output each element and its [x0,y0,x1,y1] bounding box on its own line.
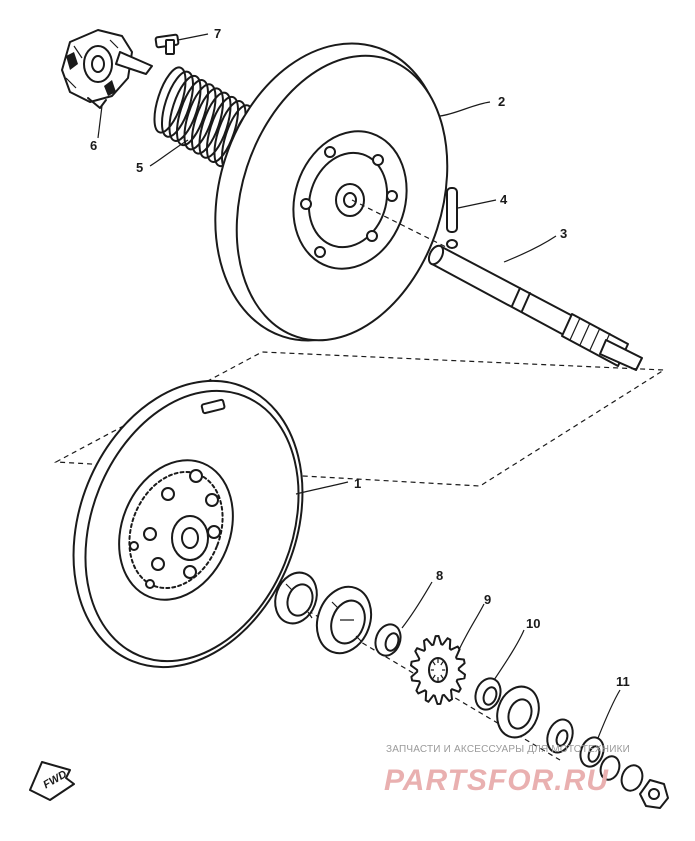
spring-coil [160,70,195,138]
callout-3: 3 [560,226,567,241]
part-11-lock-washer [579,736,605,768]
part-7-pin [154,33,180,55]
callout-4: 4 [500,192,508,207]
bearing-middle [315,585,373,655]
callout-numbers: 1 2 3 4 5 6 7 8 9 10 11 [90,26,630,689]
part-9-sprocket [410,635,466,705]
watermark-logo: PARTSFOR.RU [384,764,609,797]
callout-leaders [97,33,621,739]
part-2-sliding-sheave [214,42,449,342]
sprocket-spline [440,661,444,666]
fwd-arrow: FWD [29,761,75,801]
callout-9: 9 [484,592,491,607]
sprocket-spline [432,661,436,666]
watermark-tagline: ЗАПЧАСТИ И АКСЕССУАРЫ ДЛЯ МОТОТЕХНИКИ [386,744,630,755]
part-6-cam-bracket [61,29,153,109]
sprocket-spline [432,674,436,679]
callout-10: 10 [526,616,540,631]
spring-coil [168,74,202,142]
spring-coil [190,87,225,155]
part-10-spacer [474,677,502,711]
part-8-collar [374,623,402,657]
spring-coil [198,91,232,159]
part-3-shaft [427,239,643,371]
bearing-right [496,685,540,739]
bearing-left [274,571,318,625]
callout-6: 6 [90,138,97,153]
spring-coil [175,79,210,147]
callout-2: 2 [498,94,505,109]
part-1-fixed-sheave [72,379,304,669]
washer [546,718,574,754]
spring-coil [205,95,240,163]
watermark: ЗАПЧАСТИ И АКСЕССУАРЫ ДЛЯ МОТОТЕХНИКИ PA… [384,744,630,797]
nut-washer-group [599,755,669,809]
sprocket-spline [440,674,444,679]
spring-coil [153,66,187,134]
callout-8: 8 [436,568,443,583]
callout-5: 5 [136,160,143,175]
callout-11: 11 [616,674,630,689]
part-4-key [446,187,458,233]
callout-7: 7 [214,26,221,41]
callout-1: 1 [354,476,361,491]
spring-coil [183,83,217,151]
